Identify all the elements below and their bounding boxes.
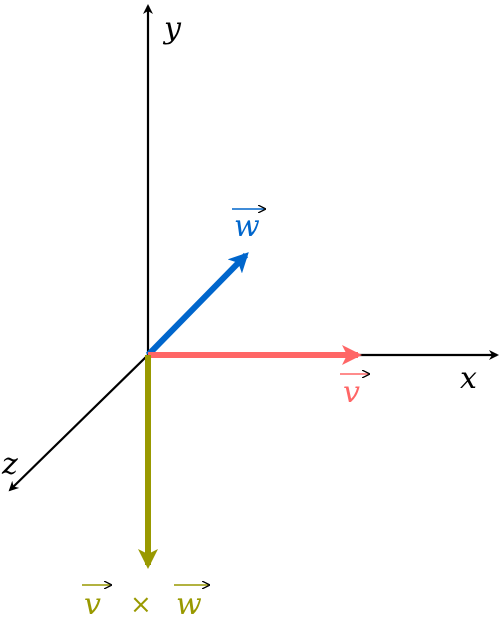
y-axis-label: y xyxy=(162,11,182,46)
x-axis-label: x xyxy=(460,361,477,396)
cross-product-label: v × w xyxy=(82,585,208,619)
z-axis-label: z xyxy=(1,447,18,482)
vector-w-label: w xyxy=(232,209,264,244)
cross-product-operator: × xyxy=(130,590,152,619)
vector-v-label-text: v xyxy=(343,375,360,410)
vector-v-label: v xyxy=(340,374,368,410)
z-axis xyxy=(8,354,149,492)
cross-product-right-operand: w xyxy=(176,587,202,619)
vector-w-label-text: w xyxy=(234,209,260,244)
vector-w xyxy=(145,252,249,358)
cross-product-left-operand: v xyxy=(84,587,101,619)
